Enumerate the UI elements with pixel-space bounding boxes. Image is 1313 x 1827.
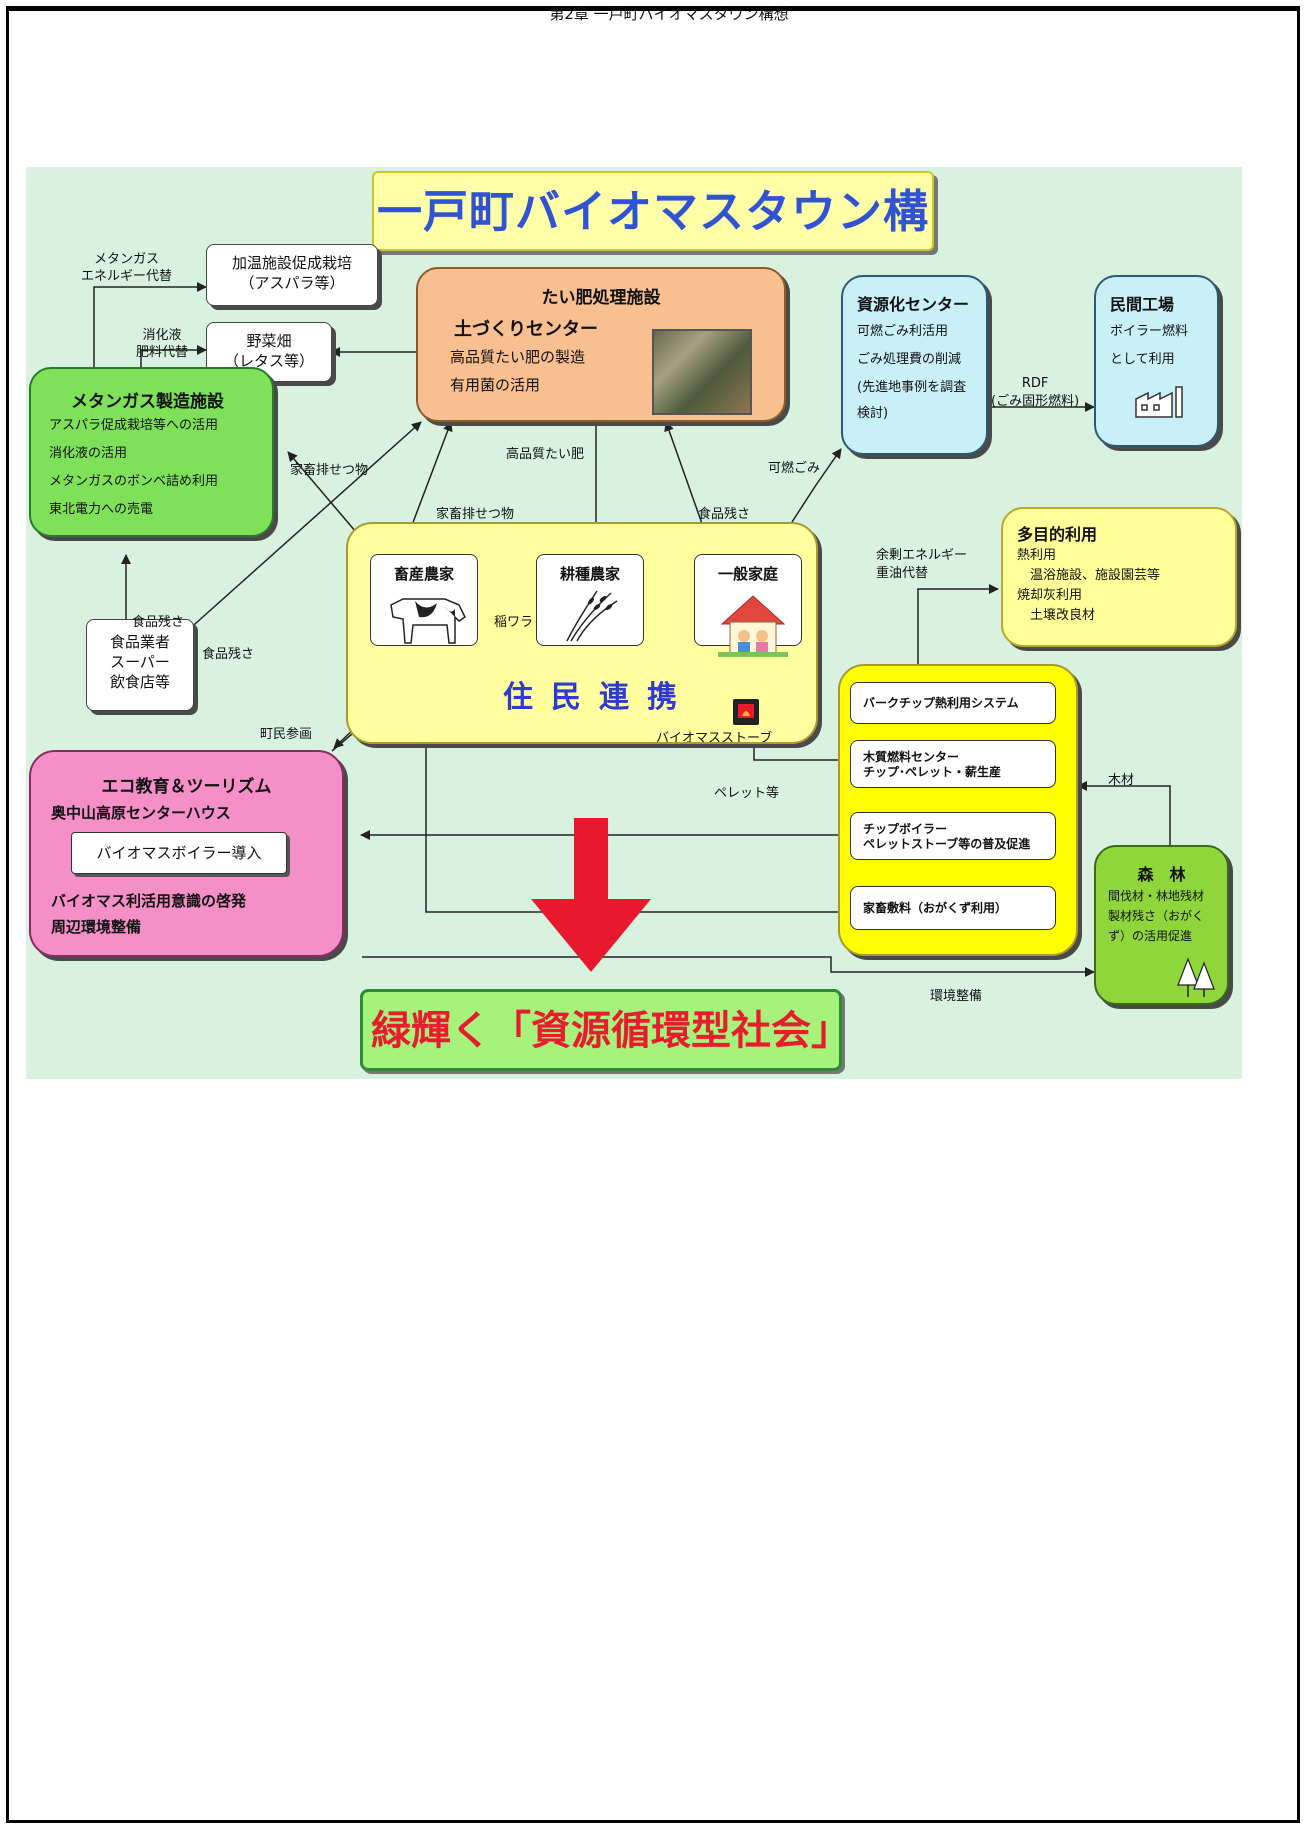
- label-pellets: ペレット等: [714, 786, 780, 801]
- recycle-title: 資源化センター: [857, 295, 970, 314]
- label-surplus-energy: 余剰エネルギー 重油代替: [876, 548, 968, 581]
- cow-icon: [390, 598, 466, 644]
- label-methane-energy: メタンガス エネルギー代替: [81, 252, 173, 284]
- biomass-town-diagram: 一戸町バイオマスタウン構想 加温施設促成栽培 （アスパラ等） 野菜畑 （レタス等…: [26, 167, 1242, 1079]
- compost-facility-photo: [652, 329, 752, 415]
- eco-tourism-line-2: 周辺環境整備: [51, 918, 142, 936]
- eco-tourism-title: エコ教育＆ツーリズム: [101, 777, 272, 797]
- biomass-boiler-box: バイオマスボイラー導入: [71, 832, 287, 874]
- eco-tourism-box: エコ教育＆ツーリズム 奥中山高原センターハウス バイオマスボイラー導入 バイオマ…: [29, 750, 344, 957]
- compost-subtitle: 土づくりセンター: [454, 319, 598, 340]
- label-digestate: 消化液 肥料代替: [136, 328, 189, 360]
- multi-use-line-1: 熱利用: [1017, 548, 1057, 563]
- methane-line-2: 消化液の活用: [49, 446, 128, 461]
- final-goal-box: 緑輝く「資源循環型社会」の構築: [360, 989, 842, 1071]
- vegetable-line-1: 野菜畑: [246, 332, 292, 350]
- forest-line-2: 製材残さ（おがく: [1108, 909, 1205, 923]
- food-business-line-3: 飲食店等: [109, 673, 170, 691]
- food-business-line-1: 食品業者: [109, 633, 170, 651]
- wood-item-4: 家畜敷料（おがくず利用）: [850, 886, 1056, 930]
- factory-line-2: として利用: [1110, 352, 1175, 367]
- methane-box: メタンガス製造施設 アスパラ促成栽培等への活用 消化液の活用 メタンガスのボンベ…: [29, 367, 274, 537]
- eco-tourism-subtitle: 奥中山高原センターハウス: [51, 804, 231, 822]
- rice-icon: [566, 590, 618, 642]
- house-icon: [718, 595, 788, 657]
- page-frame: 第2章 一戸町バイオマスタウン構想: [6, 6, 1300, 1823]
- diagram-title: 一戸町バイオマスタウン構想: [372, 171, 934, 251]
- forest-line-3: ず）の活用促進: [1108, 929, 1193, 943]
- asparagus-box: 加温施設促成栽培 （アスパラ等）: [206, 244, 378, 306]
- crop-farm-label: 耕種農家: [559, 565, 620, 583]
- crop-farm-box: 耕種農家: [536, 554, 644, 646]
- forest-box: 森 林 間伐材・林地残材 製材残さ（おがく ず）の活用促進: [1094, 845, 1229, 1005]
- label-combustible: 可燃ごみ: [768, 461, 821, 476]
- food-business-line-2: スーパー: [110, 653, 170, 671]
- label-food-waste-3: 食品残さ: [698, 507, 751, 522]
- multi-use-box: 多目的利用 熱利用 温浴施設、施設園芸等 焼却灰利用 土壌改良材: [1001, 507, 1237, 647]
- recycle-line-2: ごみ処理費の削減: [857, 352, 962, 367]
- methane-line-3: メタンガスのボンベ詰め利用: [49, 474, 219, 489]
- arrow-wood-to-livestock: [421, 726, 848, 913]
- label-food-waste-2: 食品残さ: [202, 647, 255, 662]
- compost-line-2: 有用菌の活用: [450, 376, 541, 394]
- factory-box: 民間工場 ボイラー燃料 として利用: [1094, 275, 1219, 447]
- label-environment: 環境整備: [930, 989, 983, 1004]
- resident-cooperation-label: 住民連携: [503, 680, 695, 715]
- factory-title: 民間工場: [1110, 295, 1175, 314]
- big-red-arrow: [531, 818, 651, 972]
- wood-item-2: 木質燃料センター チップ･ペレット・薪生産: [850, 740, 1056, 788]
- multi-use-line-2: 温浴施設、施設園芸等: [1017, 568, 1161, 583]
- label-timber: 木材: [1108, 773, 1135, 788]
- label-high-quality-compost: 高品質たい肥: [506, 447, 585, 462]
- compost-line-1: 高品質たい肥の製造: [450, 348, 586, 366]
- tree-icon: [1177, 957, 1215, 997]
- multi-use-line-4: 土壌改良材: [1017, 608, 1096, 623]
- methane-line-4: 東北電力への売電: [49, 502, 154, 517]
- label-rice-straw: 稲ワラ: [494, 615, 534, 630]
- methane-title: メタンガス製造施設: [71, 392, 224, 412]
- residents-box: 畜産農家 耕種農家 一般家庭: [346, 522, 818, 744]
- multi-use-title: 多目的利用: [1017, 525, 1098, 544]
- arrow-forest-to-wood: [1077, 781, 1171, 845]
- methane-line-1: アスパラ促成栽培等への活用: [49, 418, 219, 433]
- wood-use-box: バークチップ熱利用システム 木質燃料センター チップ･ペレット・薪生産 チップボ…: [838, 664, 1078, 956]
- vegetable-line-2: （レタス等）: [223, 352, 314, 370]
- asparagus-line-2: （アスパラ等）: [239, 274, 345, 292]
- recycle-line-3: (先進地事例を調査: [857, 380, 967, 395]
- arrow-wood-to-multi: [917, 584, 999, 664]
- stove-icon: [733, 699, 759, 725]
- recycle-line-1: 可燃ごみ利活用: [857, 324, 949, 339]
- food-business-box: 食品業者 スーパー 飲食店等: [86, 619, 194, 711]
- stove-label: バイオマスストーブ: [656, 731, 773, 744]
- forest-line-1: 間伐材・林地残材: [1108, 889, 1205, 903]
- forest-title: 森 林: [1137, 865, 1186, 884]
- compost-title: たい肥処理施設: [541, 288, 661, 308]
- asparagus-line-1: 加温施設促成栽培: [231, 254, 352, 272]
- arrow-eco-to-forest: [362, 956, 1095, 977]
- recycle-line-4: 検討): [857, 406, 889, 421]
- label-rdf: RDF (ごみ固形燃料): [991, 376, 1080, 409]
- label-food-waste-1: 食品残さ: [132, 615, 185, 630]
- recycle-center-box: 資源化センター 可燃ごみ利活用 ごみ処理費の削減 (先進地事例を調査 検討): [841, 275, 988, 455]
- label-resident-participation: 町民参画: [260, 727, 313, 742]
- livestock-farm-box: 畜産農家: [370, 554, 478, 646]
- livestock-farm-label: 畜産農家: [393, 565, 454, 583]
- factory-line-1: ボイラー燃料: [1110, 324, 1189, 339]
- label-manure-1: 家畜排せつ物: [290, 463, 369, 478]
- factory-icon: [1135, 386, 1183, 418]
- eco-tourism-line-1: バイオマス利活用意識の啓発: [51, 892, 247, 910]
- wood-item-1: バークチップ熱利用システム: [850, 682, 1056, 724]
- page-header: 第2章 一戸町バイオマスタウン構想: [549, 7, 789, 21]
- label-manure-2: 家畜排せつ物: [436, 507, 515, 522]
- wood-item-3: チップボイラー ペレットストーブ等の普及促進: [850, 812, 1056, 860]
- household-label: 一般家庭: [717, 565, 778, 583]
- multi-use-line-3: 焼却灰利用: [1017, 588, 1083, 603]
- compost-box: たい肥処理施設 土づくりセンター 高品質たい肥の製造 有用菌の活用: [416, 267, 786, 422]
